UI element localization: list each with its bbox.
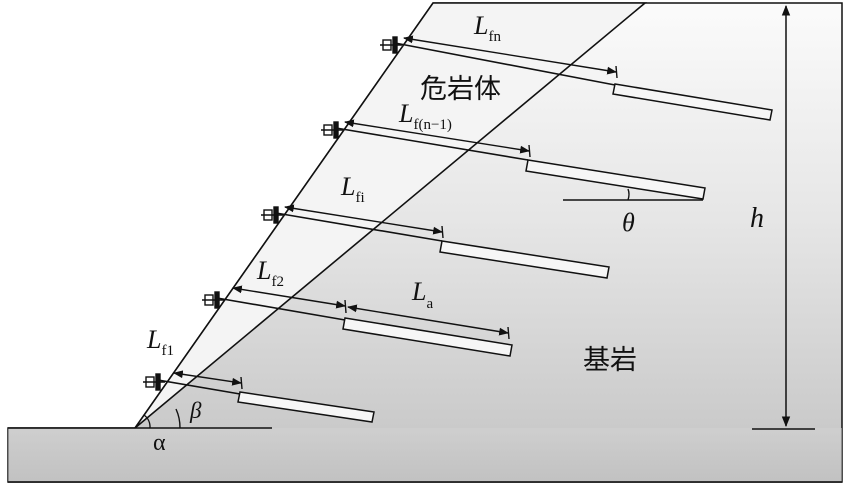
free-length-dimensions: [173, 35, 618, 390]
anchor-head-n-1: [321, 121, 343, 139]
ground-strip: [8, 428, 842, 482]
dim-arrow-fn: [403, 35, 617, 75]
label-bedrock: 基岩: [583, 345, 637, 376]
dim-arrow-fn-1: [344, 119, 530, 154]
label-free-length-fn: Lfn: [473, 11, 501, 45]
anchorage-segment-i: [439, 240, 610, 279]
label-alpha: α: [153, 430, 166, 456]
anchor-rod-1: [157, 379, 241, 395]
anchor-head-1: [143, 373, 165, 391]
anchorage-segment-n: [612, 83, 773, 121]
anchor-head-2: [202, 291, 224, 309]
label-anchorage-length: La: [411, 277, 433, 312]
label-beta: β: [189, 398, 202, 423]
anchorage-segment-1: [237, 391, 375, 423]
anchor-head-n: [380, 36, 402, 54]
dim-arrow-fi: [284, 204, 443, 235]
dim-arrow-a: [347, 304, 509, 336]
anchorage-segments: [237, 83, 773, 423]
anchorage-segment-n-1: [525, 159, 706, 200]
anchor-head-i: [261, 206, 283, 224]
label-free-length-f1: Lf1: [146, 325, 174, 359]
alpha-arc: [143, 414, 151, 429]
label-height: h: [750, 203, 764, 234]
label-theta: θ: [622, 208, 635, 237]
beta-arc: [175, 408, 181, 429]
label-free-length-f2: Lf2: [256, 256, 284, 290]
dim-arrow-f1: [173, 370, 242, 386]
label-dangerous-rock: 危岩体: [420, 74, 501, 105]
label-free-length-fi: Lfi: [340, 172, 365, 206]
theta-reference: [563, 188, 703, 201]
toe-angle-arcs: [143, 408, 181, 429]
label-free-length-fn-1: Lf(n−1): [398, 99, 452, 133]
dim-arrow-f2: [232, 285, 346, 309]
height-dimension: [752, 4, 815, 430]
anchor-heads: [143, 36, 402, 391]
